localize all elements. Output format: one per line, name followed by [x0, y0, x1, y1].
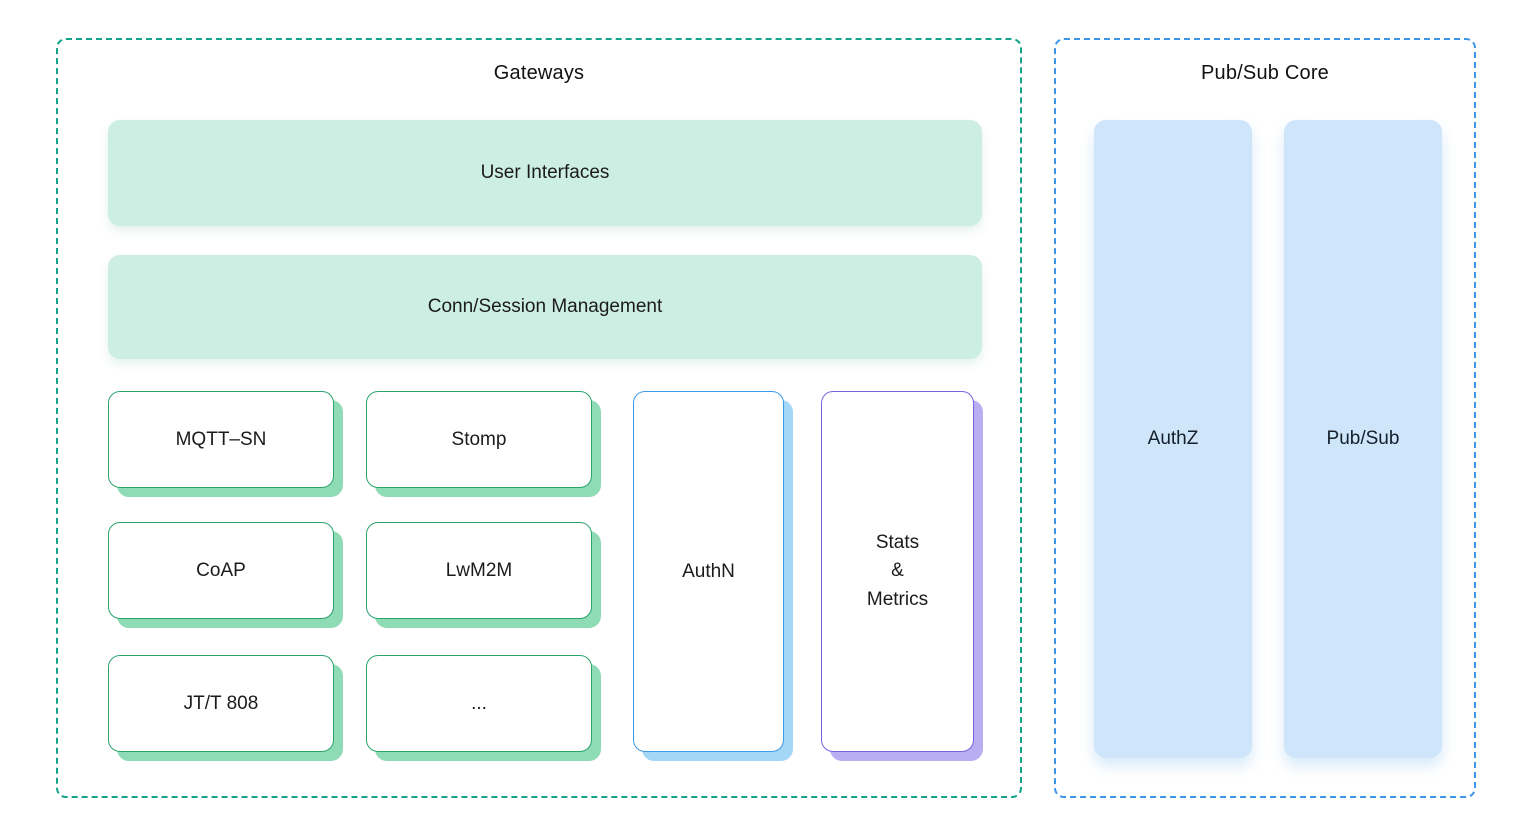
- pubsub-core-panel: Pub/Sub Core AuthZ Pub/Sub: [1054, 38, 1476, 798]
- pubsub-box: Pub/Sub: [1284, 120, 1442, 758]
- protocol-box-mqtt-sn: MQTT–SN: [108, 391, 334, 488]
- protocol-box-coap: CoAP: [108, 522, 334, 619]
- stats-metrics-box: Stats & Metrics: [821, 391, 974, 752]
- gateways-panel-title: Gateways: [493, 62, 585, 84]
- authn-box: AuthN: [633, 391, 784, 752]
- authz-box: AuthZ: [1094, 120, 1252, 758]
- user-interfaces-layer: User Interfaces: [108, 120, 982, 226]
- pubsub-core-panel-title: Pub/Sub Core: [1200, 62, 1330, 84]
- protocol-box-stomp: Stomp: [366, 391, 592, 488]
- gateways-panel: Gateways User Interfaces Conn/Session Ma…: [56, 38, 1022, 798]
- protocol-box-jtt808: JT/T 808: [108, 655, 334, 752]
- protocol-box-lwm2m: LwM2M: [366, 522, 592, 619]
- protocol-box-ellipsis: ...: [366, 655, 592, 752]
- conn-session-management-layer: Conn/Session Management: [108, 255, 982, 359]
